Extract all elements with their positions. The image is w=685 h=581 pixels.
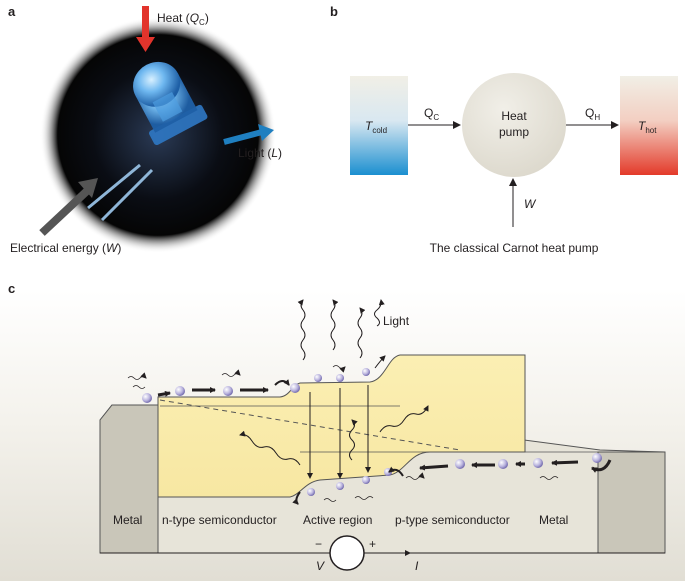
panel-c: c Light xyxy=(0,281,685,581)
panel-b: b Tcold Thot Heat pump QC QH W The class… xyxy=(330,4,678,255)
t-hot-reservoir xyxy=(620,76,678,175)
photon-up xyxy=(349,419,358,461)
light-label-c: Light xyxy=(383,314,410,328)
fermi-level-dashed xyxy=(159,399,461,451)
t-cold-reservoir xyxy=(350,76,408,175)
photon-right xyxy=(379,405,429,433)
heat-arrow xyxy=(136,6,155,52)
heat-label: Heat (QC) xyxy=(157,11,209,27)
led-body xyxy=(133,61,208,146)
light-arrow xyxy=(223,124,274,145)
current-label: I xyxy=(415,559,419,573)
panel-a: a Heat (QC) Light (L) Electrical energ xyxy=(8,4,282,255)
t-hot-label: Thot xyxy=(638,119,657,135)
voltage-source xyxy=(329,535,365,571)
plus-sign: + xyxy=(369,537,376,551)
work-label: W xyxy=(524,197,537,211)
metal-left-label: Metal xyxy=(113,513,142,527)
heat-pump-circle xyxy=(462,73,566,177)
led-lead-2 xyxy=(100,168,154,222)
metal-left-contact xyxy=(99,404,159,554)
light-photon-4 xyxy=(374,299,385,327)
electrical-arrow xyxy=(39,178,98,236)
heat-pump-label-2: pump xyxy=(499,125,529,139)
t-cold-label: Tcold xyxy=(365,119,387,135)
photon-left xyxy=(239,430,301,466)
light-photon-2 xyxy=(330,299,339,351)
light-photon-1 xyxy=(297,299,306,361)
electrical-label: Electrical energy (W) xyxy=(10,241,121,255)
thermal-squiggles xyxy=(127,365,559,502)
metal-right-label: Metal xyxy=(539,513,568,527)
panel-b-letter: b xyxy=(330,4,338,19)
carnot-caption: The classical Carnot heat pump xyxy=(430,241,599,255)
hole-flow-bottom xyxy=(292,453,612,505)
voltage-label: V xyxy=(316,559,325,573)
qc-label: QC xyxy=(424,106,439,122)
active-region-label: Active region xyxy=(303,513,372,527)
light-photon-3 xyxy=(357,307,366,359)
panel-a-letter: a xyxy=(8,4,16,19)
minus-sign: − xyxy=(315,537,322,551)
metal-right-contact xyxy=(597,451,666,554)
n-type-label: n-type semiconductor xyxy=(162,513,277,527)
light-label: Light (L) xyxy=(238,146,282,160)
p-type-label: p-type semiconductor xyxy=(395,513,510,527)
electron-flow-top xyxy=(142,355,386,403)
heat-pump-label-1: Heat xyxy=(501,109,527,123)
panel-c-letter: c xyxy=(8,281,15,296)
qh-label: QH xyxy=(585,106,600,122)
led-lead-1 xyxy=(87,163,141,210)
